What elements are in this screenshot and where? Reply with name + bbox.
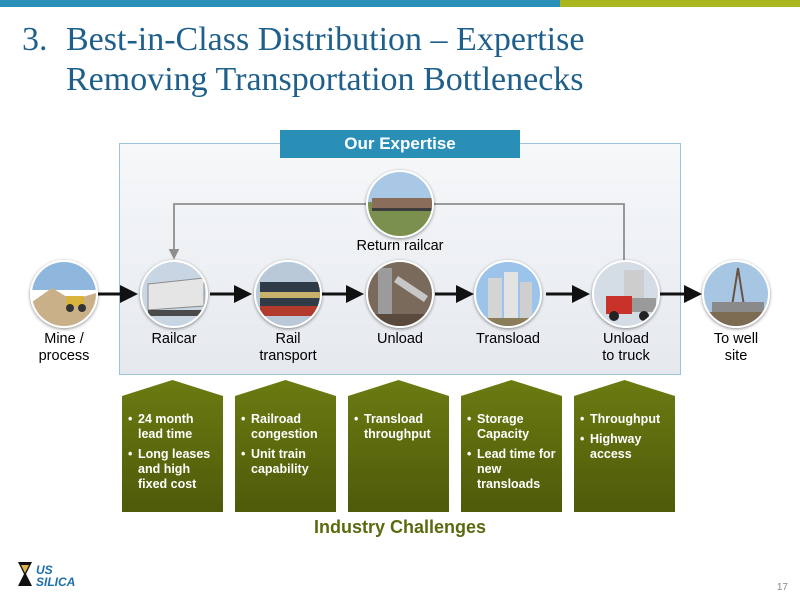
challenge-box-unload: Transload throughput (348, 380, 449, 512)
return-railcar-label: Return railcar (356, 238, 444, 254)
expertise-header: Our Expertise (280, 130, 520, 158)
challenge-item: Railroad congestion (241, 412, 332, 442)
slide-title: 3.Best-in-Class Distribution – Expertise… (22, 20, 782, 100)
logo-line1: US (36, 563, 53, 577)
railcar-photo (140, 260, 208, 328)
top-accent-bar-blue (0, 0, 560, 7)
challenge-box-rail-transport: Railroad congestion Unit train capabilit… (235, 380, 336, 512)
challenge-box-transload: Storage Capacity Lead time for new trans… (461, 380, 562, 512)
node-label-well-site: To well site (713, 331, 759, 364)
top-accent-bar-green (560, 0, 800, 7)
challenge-box-railcar: 24 month lead time Long leases and high … (122, 380, 223, 512)
node-label-mine: Mine / process (38, 331, 90, 364)
page-number: 17 (776, 582, 788, 593)
challenge-item: Unit train capability (241, 447, 332, 477)
slide-title-line1: 3.Best-in-Class Distribution – Expertise (22, 21, 585, 58)
challenge-box-unload-to-truck: Throughput Highway access (574, 380, 675, 512)
wellsite-photo (702, 260, 770, 328)
challenge-item: Lead time for new transloads (467, 447, 558, 492)
challenge-item: 24 month lead time (128, 412, 219, 442)
challenge-item: Throughput (580, 412, 671, 427)
logo-line2: SILICA (36, 575, 75, 589)
return-railcar-photo (366, 170, 434, 238)
us-silica-logo: US SILICA (16, 560, 96, 590)
challenge-item: Highway access (580, 432, 671, 462)
locomotive-photo (254, 260, 322, 328)
node-label-unload: Unload (377, 331, 423, 347)
truck-photo (592, 260, 660, 328)
silo-photo (474, 260, 542, 328)
challenge-item: Transload throughput (354, 412, 445, 442)
mine-photo (30, 260, 98, 328)
slide-number: 3. (22, 21, 48, 58)
unload-photo (366, 260, 434, 328)
challenge-item: Storage Capacity (467, 412, 558, 442)
slide-title-line2: Removing Transportation Bottlenecks (66, 61, 584, 98)
node-label-transload: Transload (476, 331, 540, 347)
node-label-rail-transport: Rail transport (259, 331, 317, 364)
challenge-item: Long leases and high fixed cost (128, 447, 219, 492)
industry-challenges-label: Industry Challenges (313, 517, 487, 537)
node-label-railcar: Railcar (151, 331, 197, 347)
node-label-unload-to-truck: Unload to truck (602, 331, 650, 364)
